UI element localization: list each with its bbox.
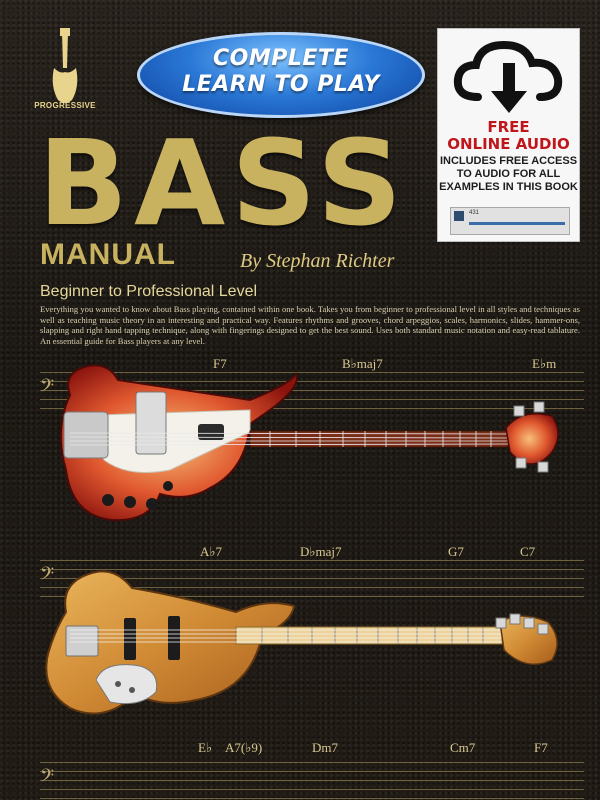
book-title: BASS bbox=[38, 114, 408, 252]
desc-line-2: TO AUDIO FOR ALL bbox=[456, 168, 561, 180]
music-staff-1 bbox=[40, 372, 584, 410]
audio-description: INCLUDES FREE ACCESS TO AUDIO FOR ALL EX… bbox=[438, 155, 579, 194]
level-subtitle: Beginner to Professional Level bbox=[40, 283, 258, 300]
bass-clef-icon: 𝄢 bbox=[40, 766, 55, 791]
free-line-1: FREE bbox=[487, 118, 530, 136]
free-audio-heading: FREE ONLINE AUDIO bbox=[438, 119, 579, 153]
title-subword: MANUAL bbox=[40, 238, 176, 271]
music-staff-3 bbox=[40, 762, 584, 800]
chord-label: C7 bbox=[520, 544, 536, 559]
progressive-logo bbox=[52, 28, 78, 103]
desc-line-3: EXAMPLES IN THIS BOOK bbox=[439, 181, 578, 193]
bass-clef-icon: 𝄢 bbox=[40, 564, 55, 589]
banner-line-1: COMPLETE bbox=[213, 46, 349, 71]
desc-line-1: INCLUDES FREE ACCESS bbox=[439, 155, 578, 167]
banner-line-2: LEARN TO PLAY bbox=[182, 72, 380, 97]
free-line-2: ONLINE AUDIO bbox=[447, 135, 570, 153]
chord-label: F7 bbox=[534, 740, 548, 755]
chord-label: A7(♭9) bbox=[225, 740, 263, 755]
audio-player: 431 bbox=[450, 207, 570, 235]
author-credit: By Stephan Richter bbox=[240, 250, 395, 272]
chord-label: E♭m bbox=[532, 356, 557, 371]
logo-text: PROGRESSIVE bbox=[34, 101, 96, 110]
chord-label: G7 bbox=[448, 544, 464, 559]
music-staff-2 bbox=[40, 560, 584, 598]
bass-clef-icon: 𝄢 bbox=[40, 376, 55, 401]
series-banner: COMPLETE LEARN TO PLAY bbox=[137, 32, 425, 118]
progress-bar bbox=[469, 222, 565, 225]
chord-label: D♭maj7 bbox=[300, 544, 342, 559]
chord-label: E♭ bbox=[198, 740, 213, 755]
online-audio-panel: FREE ONLINE AUDIO INCLUDES FREE ACCESS T… bbox=[437, 28, 580, 242]
chord-label: B♭maj7 bbox=[342, 356, 383, 371]
chord-label: Cm7 bbox=[450, 740, 476, 755]
chord-label: F7 bbox=[213, 356, 227, 371]
chord-label: Dm7 bbox=[312, 740, 338, 755]
description-blurb: Everything you wanted to know about Bass… bbox=[40, 304, 580, 346]
chord-label: A♭7 bbox=[200, 544, 223, 559]
cloud-download-icon bbox=[453, 40, 563, 113]
track-number: 431 bbox=[469, 210, 480, 216]
play-icon bbox=[454, 211, 464, 221]
